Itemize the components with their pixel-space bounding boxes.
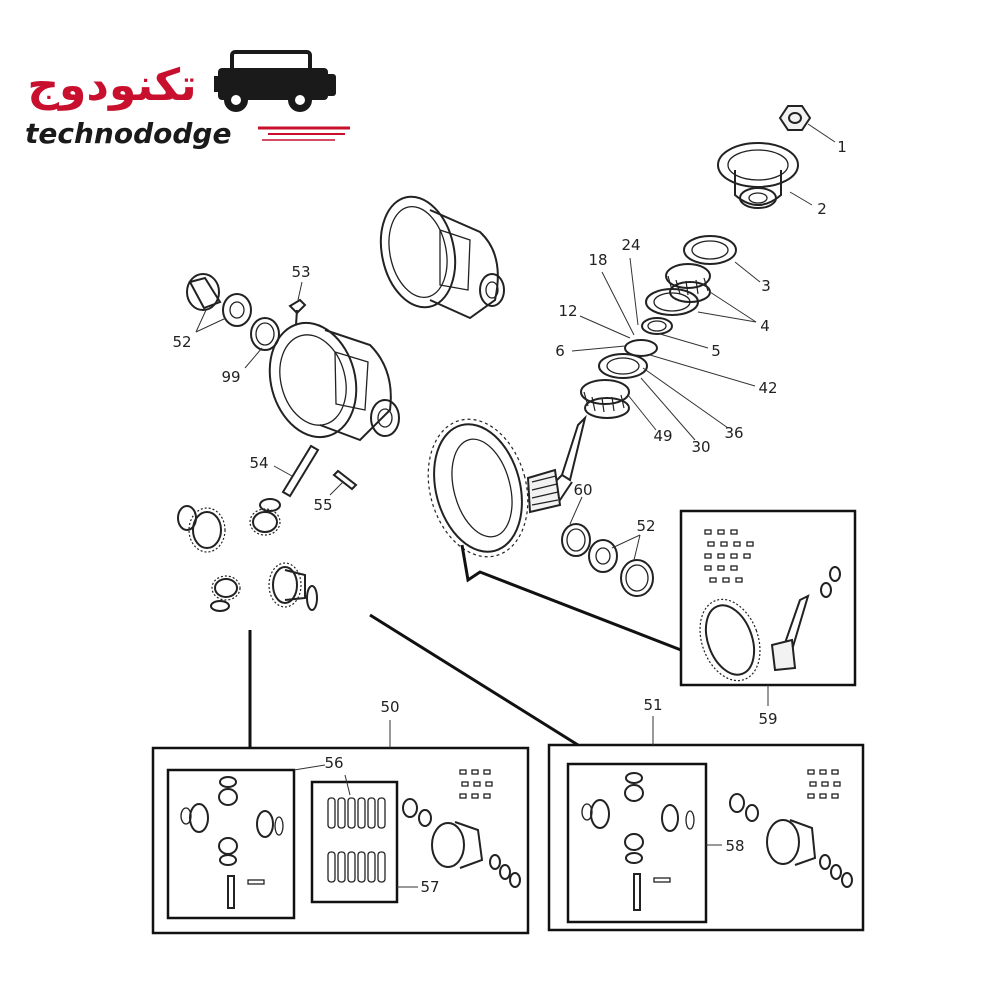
callout-3: 3 <box>761 277 771 295</box>
callout-59: 59 <box>758 710 777 728</box>
trac-lok-box-50 <box>151 746 530 935</box>
carrier-bearing-right <box>588 539 618 573</box>
pinion-bearing-inner <box>580 379 630 419</box>
bearing-cup-left <box>186 273 222 311</box>
drive-pinion-gear <box>526 414 587 514</box>
pinion-seal <box>683 235 737 265</box>
side-gear-right <box>268 562 306 608</box>
box50-case <box>402 769 521 888</box>
pinion-bearing-outer <box>665 263 711 303</box>
brand-logo: تكنودوج technododge <box>25 50 350 150</box>
differential-case-lower <box>268 321 400 442</box>
pinion-mate-gear-lower <box>211 575 241 601</box>
open-diff-box-51 <box>547 743 865 932</box>
callout-24: 24 <box>621 236 640 254</box>
connector-to-kit-59 <box>460 544 682 652</box>
callout-52-right: 52 <box>636 517 655 535</box>
callout-36: 36 <box>724 424 743 442</box>
bearing-cup-right <box>620 559 654 597</box>
ring-gear <box>427 418 529 558</box>
pinion-mate-gear-upper <box>249 508 281 536</box>
gear-set-box-56 <box>166 768 296 920</box>
callout-58: 58 <box>725 837 744 855</box>
brand-name-english: technododge <box>25 117 231 150</box>
box50-clutch-packs <box>327 797 386 883</box>
kit-bolts <box>704 529 754 583</box>
callout-99: 99 <box>221 368 240 386</box>
side-gear-thrust-washer-right <box>306 585 318 611</box>
callout-12: 12 <box>558 302 577 320</box>
callout-6: 6 <box>555 342 565 360</box>
jeep-icon <box>214 50 336 112</box>
carrier-bearing-left <box>222 293 252 327</box>
callout-56: 56 <box>324 754 343 772</box>
callout-labels: 1 2 3 4 5 24 18 12 6 42 36 30 49 53 52 9… <box>172 138 846 896</box>
callout-1: 1 <box>837 138 847 156</box>
box51-case <box>729 769 853 888</box>
callout-42: 42 <box>758 379 777 397</box>
logo-speed-lines <box>258 126 350 141</box>
pinion-flange-yoke <box>717 142 799 209</box>
shim-left <box>250 317 280 351</box>
bearing-cup-inner <box>598 353 648 379</box>
ring-pinion-kit-box <box>679 509 857 687</box>
kit-ring-gear <box>699 598 761 682</box>
callout-2: 2 <box>817 200 827 218</box>
callout-18: 18 <box>588 251 607 269</box>
callout-60: 60 <box>573 481 592 499</box>
kit-pinion <box>770 566 841 672</box>
pinion-shaft <box>281 444 320 498</box>
box50-gear-set <box>180 776 284 909</box>
pinion-nut <box>778 105 812 131</box>
brand-name-arabic: تكنودوج <box>27 60 196 111</box>
leader-lines <box>195 123 836 888</box>
pinion-mate-washer <box>259 498 281 512</box>
callout-57: 57 <box>420 878 439 896</box>
pinion-mate-washer-lower <box>210 600 230 612</box>
bearing-cup-outer <box>645 288 699 316</box>
side-gear-left <box>188 507 226 553</box>
ring-gear-bolt <box>288 298 307 326</box>
callout-52-left: 52 <box>172 333 191 351</box>
callout-5: 5 <box>711 342 721 360</box>
differential-case-upper <box>379 195 505 320</box>
box51-gear-set <box>581 772 695 911</box>
callout-51: 51 <box>643 696 662 714</box>
callout-49: 49 <box>653 427 672 445</box>
callout-55: 55 <box>313 496 332 514</box>
callout-53: 53 <box>291 263 310 281</box>
collapsible-spacer <box>641 317 673 335</box>
shim-ring <box>624 339 658 357</box>
connector-to-box-51 <box>369 613 579 747</box>
shim-right <box>561 523 591 557</box>
clutch-pack-box-57 <box>310 780 399 904</box>
gear-set-box-58 <box>566 762 708 924</box>
callout-30: 30 <box>691 438 710 456</box>
callout-50: 50 <box>380 698 399 716</box>
roll-pin <box>332 469 358 491</box>
callout-4-a: 4 <box>760 317 770 335</box>
callout-54: 54 <box>249 454 268 472</box>
